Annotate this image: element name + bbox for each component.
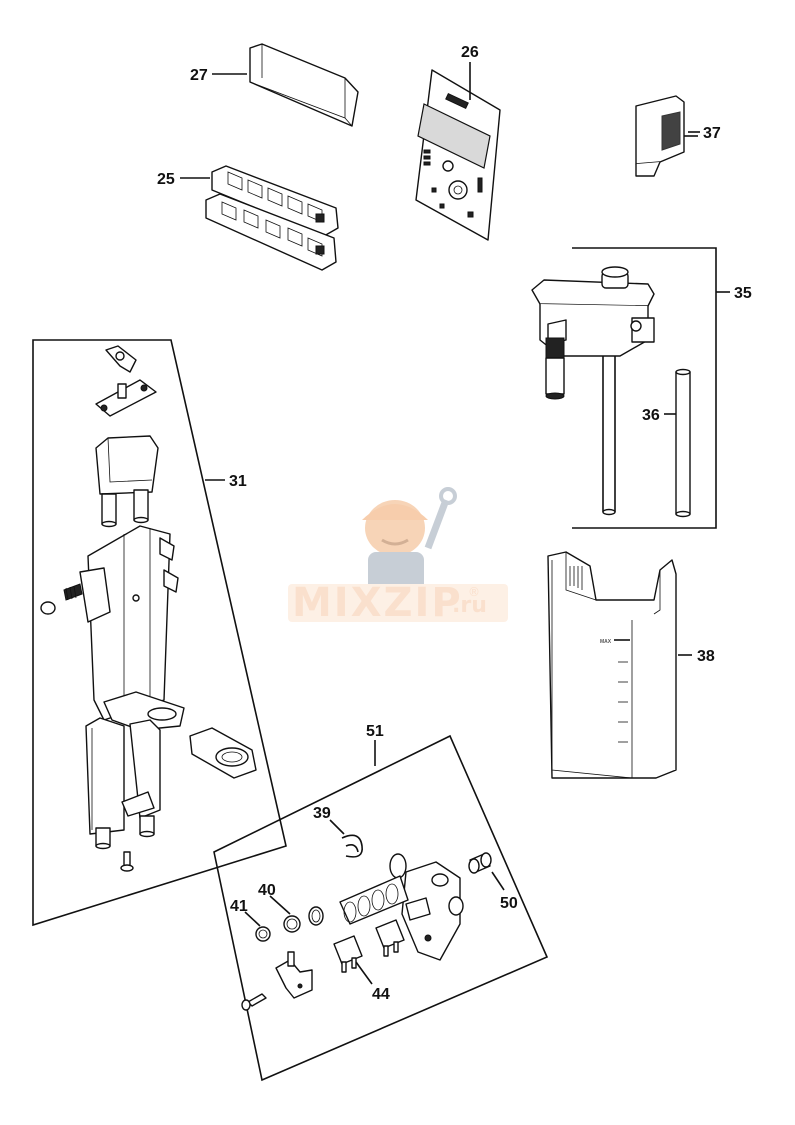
label-39: 39	[313, 805, 331, 822]
label-51: 51	[366, 723, 384, 740]
label-50: 50	[500, 895, 518, 912]
part-25-button-strips: 25	[157, 165, 339, 271]
label-41: 41	[230, 898, 248, 915]
watermark-brand: MIXZIP	[292, 580, 463, 626]
label-37: 37	[703, 125, 721, 142]
label-40: 40	[258, 882, 276, 899]
watermark-registered: ®	[468, 585, 480, 599]
label-38: 38	[697, 648, 715, 665]
watermark-banner	[288, 584, 508, 622]
part-31-dispenser-assembly: 31	[32, 339, 287, 927]
label-26: 26	[461, 44, 479, 61]
part-37-cap: 37	[635, 95, 721, 177]
part-38-water-tank: MAX 38	[547, 551, 715, 779]
part-27-cover: 27	[190, 43, 359, 127]
part-36-tube: 36	[642, 368, 691, 518]
label-31: 31	[229, 473, 247, 490]
watermark-suffix: .ru	[452, 593, 487, 618]
watermark-mascot	[362, 487, 457, 594]
label-44: 44	[372, 986, 390, 1003]
part-35-pump-assembly: 35	[531, 247, 752, 529]
watermark: MIXZIP .ru ®	[288, 487, 508, 626]
part-51-valve-assembly: 51 39 50 40 41	[213, 723, 549, 1082]
label-25: 25	[157, 171, 175, 188]
label-35: 35	[734, 285, 752, 302]
part-26-pcb: 26	[415, 44, 501, 241]
label-36: 36	[642, 407, 660, 424]
tank-max-mark: MAX	[600, 639, 612, 645]
label-27: 27	[190, 67, 208, 84]
